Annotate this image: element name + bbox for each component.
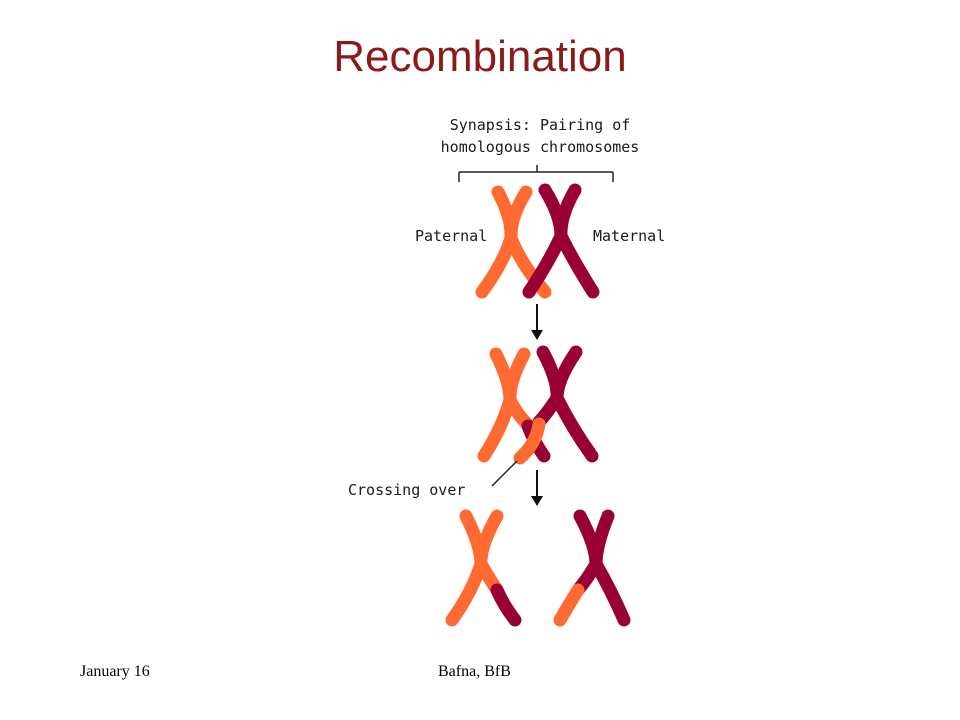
arrow-down-1 — [531, 304, 543, 340]
maternal-right-arm — [550, 345, 599, 463]
maternal-label: Maternal — [593, 227, 665, 245]
slide-title: Recombination — [333, 32, 627, 81]
footer-author: Bafna, BfB — [438, 663, 511, 680]
paternal-label: Paternal — [415, 227, 487, 245]
recombinant-chromosome-paternal — [445, 509, 522, 627]
paternal-right-upper-arm — [503, 347, 534, 431]
crossed-paternal-segment — [513, 417, 546, 465]
maternal-chromosome — [522, 183, 600, 299]
crossing-over-label: Crossing over — [348, 481, 465, 499]
synapsis-label-line1: Synapsis: Pairing of — [450, 116, 631, 134]
synapsis-label-line2: homologous chromosomes — [441, 138, 640, 156]
arrow-down-2 — [531, 470, 543, 506]
stage-synapsis-chromosomes — [475, 183, 600, 299]
stage-crossing-chromosomes — [477, 345, 599, 465]
stage-recombinant-chromosomes — [445, 509, 631, 627]
synapsis-bracket — [458, 165, 614, 182]
footer-date: January 16 — [80, 663, 150, 680]
crossing-over-pointer — [491, 460, 518, 487]
recombinant-chromosome-maternal — [553, 509, 631, 627]
